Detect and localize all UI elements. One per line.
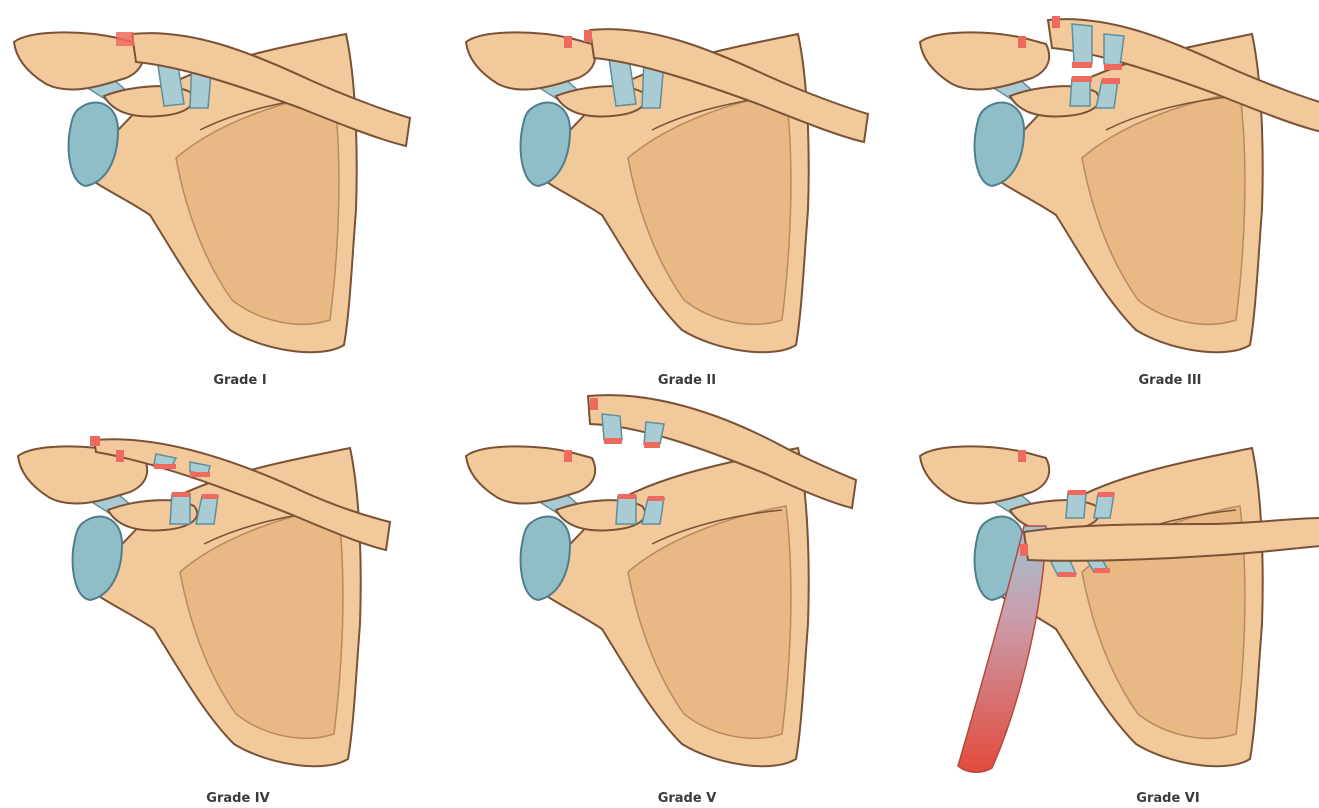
ligament-tear-marker	[1072, 76, 1092, 82]
ligament-tear-marker	[564, 450, 572, 462]
ligament-tear-marker	[1058, 572, 1076, 577]
cc-ligament-lower	[616, 496, 636, 524]
ligament-tear-marker	[1068, 490, 1086, 495]
panel-grade-iv: Grade IV	[18, 436, 390, 806]
cc-ligament-upper	[1104, 34, 1124, 66]
grade-label: Grade VI	[1136, 791, 1199, 806]
grade-label: Grade IV	[206, 791, 269, 806]
cc-ligament-upper	[1094, 494, 1114, 518]
ligament-tear-marker	[648, 496, 664, 501]
grade-label: Grade III	[1138, 373, 1201, 388]
panel-grade-iii: Grade III	[920, 16, 1319, 388]
cc-ligament-lower	[1070, 78, 1090, 106]
ligament-tear-marker	[1018, 450, 1026, 462]
grade-label: Grade I	[213, 373, 266, 388]
ligament-tear-marker	[90, 436, 100, 446]
grade-label: Grade V	[658, 791, 717, 806]
cc-ligament-upper	[602, 414, 622, 440]
panel-grade-v: Grade V	[466, 395, 856, 806]
ligament-tear-marker	[1104, 64, 1122, 70]
ligament-tear-marker	[116, 450, 124, 462]
ligament-tear-marker	[1072, 62, 1092, 68]
ligament-tear-marker	[604, 438, 622, 444]
ligament-tear-marker	[590, 398, 598, 410]
panel-grade-ii: Grade II	[466, 29, 868, 388]
ac-ligament-tear-marker	[564, 36, 572, 48]
ligament-tear-marker	[190, 472, 210, 477]
ligament-tear-marker	[202, 494, 218, 499]
cc-ligament-upper	[1066, 492, 1086, 518]
panel-grade-vi: Grade VI	[920, 446, 1319, 806]
ligament-tear-marker	[1102, 78, 1120, 84]
ligament-tear-marker	[1052, 16, 1060, 28]
scapula-bone	[89, 448, 361, 766]
ligament-tear-marker	[1094, 568, 1110, 573]
ligament-tear-marker	[618, 494, 636, 499]
ligament-tear-marker	[172, 492, 190, 497]
ligament-tear-marker	[644, 442, 660, 448]
cc-ligament-upper	[644, 422, 664, 444]
ligament-tear-marker	[1020, 544, 1028, 556]
cc-ligament-upper	[1072, 24, 1092, 64]
cc-ligament-lower	[170, 494, 190, 524]
ac-ligament-sprain-marker	[116, 32, 134, 46]
ligament-tear-marker	[154, 464, 176, 469]
ligament-tear-marker	[1018, 36, 1026, 48]
ligament-tear-marker	[1098, 492, 1114, 497]
panel-grade-i: Grade I	[14, 32, 410, 388]
ac-ligament-tear-marker	[584, 30, 592, 42]
grade-label: Grade II	[658, 373, 716, 388]
scapula-bone	[537, 448, 809, 766]
